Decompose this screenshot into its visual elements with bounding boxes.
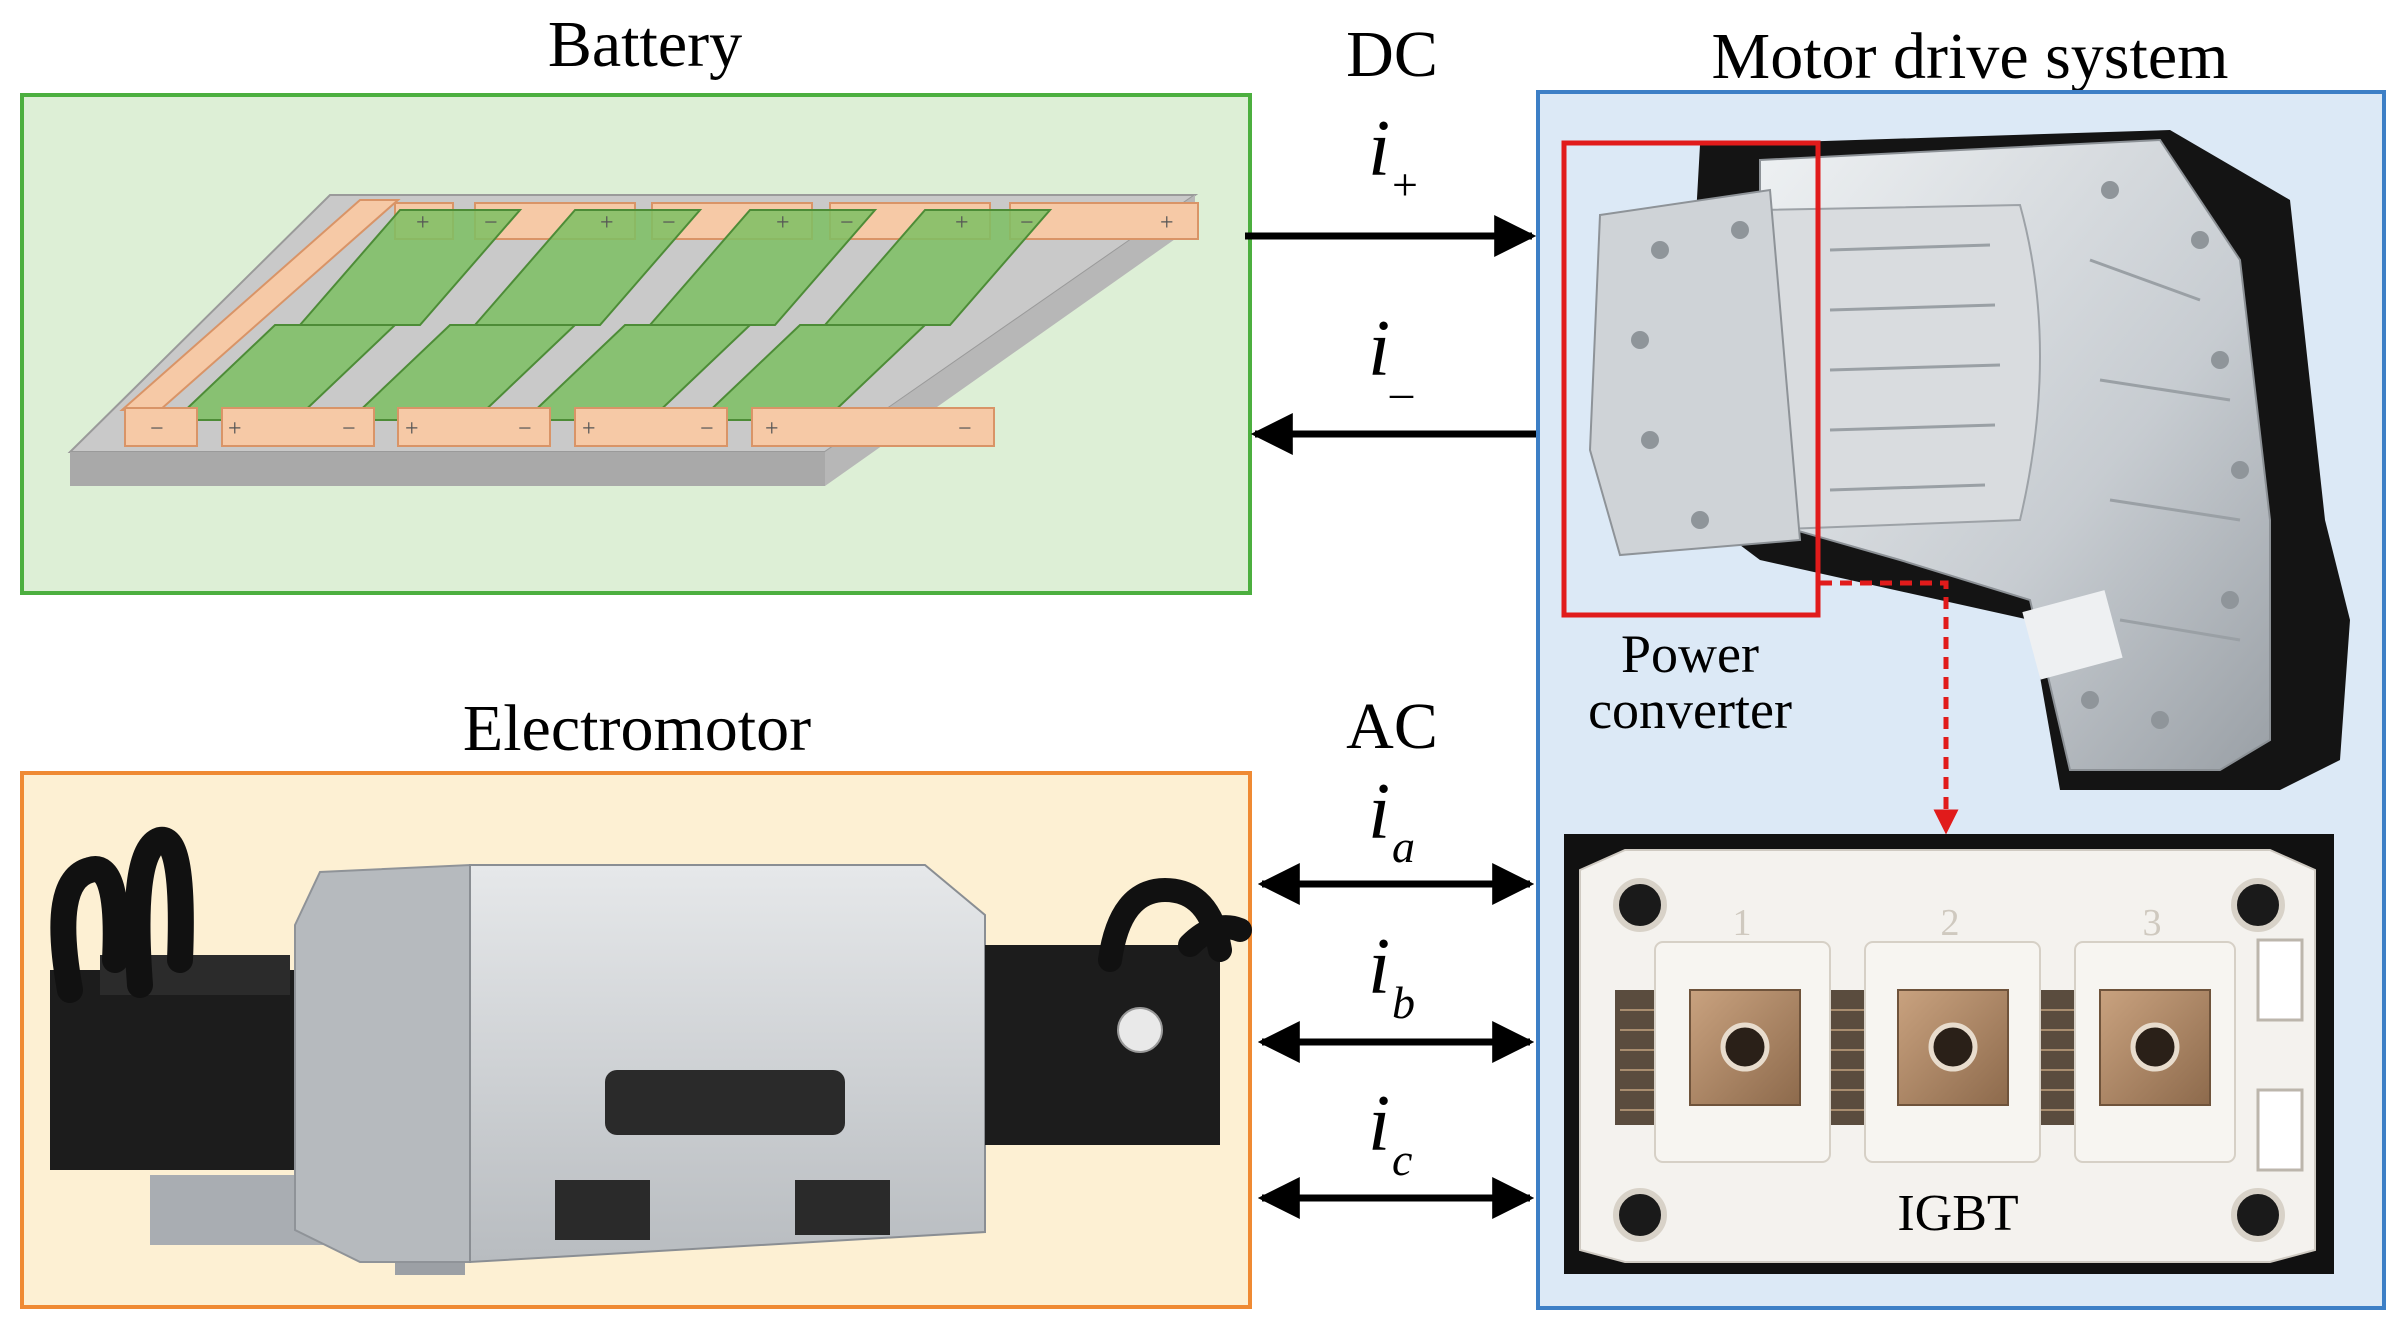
terminal-sign: + <box>765 416 779 442</box>
igbt-mount-hole <box>2231 1188 2285 1242</box>
right-motor-cables <box>1098 877 1252 972</box>
right-servo-motor <box>985 945 1220 1145</box>
battery-terminal-signs-back: + − + − + − + − + <box>416 210 1174 236</box>
i-c-label: i c <box>1368 1080 1412 1185</box>
igbt-mount-hole <box>1613 1188 1667 1242</box>
i-a-label: i a <box>1368 768 1415 872</box>
terminal-sign: + <box>1160 210 1174 236</box>
cell-back-4 <box>822 209 1053 326</box>
i-plus-subscript: + <box>1392 159 1418 210</box>
cell-back-3 <box>647 209 878 326</box>
terminal-sign: − <box>958 416 972 442</box>
igbt-label: IGBT <box>1897 1185 2018 1242</box>
terminal-sign: + <box>955 210 969 236</box>
terminal-sign: − <box>342 416 356 442</box>
drive-converter-housing <box>1588 188 1802 557</box>
terminal-sign: − <box>700 416 714 442</box>
igbt-module: 1 2 3 <box>1564 834 2334 1274</box>
i-minus-symbol: i <box>1368 305 1390 393</box>
i-plus-label: i + <box>1368 105 1418 210</box>
drive-label-sticker <box>2022 590 2123 680</box>
terminal-sign: + <box>228 416 242 442</box>
i-c-subscript: c <box>1392 1134 1412 1185</box>
i-minus-label: i _ <box>1368 305 1414 402</box>
i-a-symbol: i <box>1368 768 1390 856</box>
igbt-terminal-number: 2 <box>1941 902 1960 944</box>
terminal-sign: + <box>582 416 596 442</box>
battery-title: Battery <box>548 8 742 81</box>
i-a-subscript: a <box>1392 821 1415 872</box>
busbar-front-5 <box>751 407 995 447</box>
dc-label: DC <box>1346 18 1438 91</box>
busbar-front-1 <box>124 407 198 447</box>
igbt-gate-connector <box>2256 1088 2304 1172</box>
power-converter-label-line1: Power <box>1621 624 1759 684</box>
i-b-symbol: i <box>1368 923 1390 1011</box>
igbt-terminal-number: 1 <box>1733 902 1752 944</box>
electromotor-test-bench-illustration <box>50 826 1252 1275</box>
terminal-sign: + <box>776 210 790 236</box>
terminal-sign: − <box>518 416 532 442</box>
torque-box-opening <box>795 1180 890 1235</box>
torque-box-slot <box>605 1070 845 1135</box>
power-converter-highlight <box>1561 140 1821 618</box>
busbar-front-4 <box>574 407 728 447</box>
cell-back-1 <box>297 209 523 326</box>
terminal-sign: − <box>840 210 854 236</box>
drive-ribs <box>1829 243 2241 642</box>
igbt-terminal-hole <box>2130 1022 2180 1072</box>
terminal-sign: + <box>405 416 419 442</box>
i-plus-symbol: i <box>1368 105 1390 193</box>
left-servo-motor <box>50 970 300 1170</box>
terminal-sign: + <box>600 210 614 236</box>
battery-pack-illustration: + − + − + − + − + − + − + − + − + − <box>67 194 1199 486</box>
igbt-terminal-number: 3 <box>2143 902 2162 944</box>
converter-to-igbt-dashed-arrow <box>1820 580 1959 835</box>
i-c-symbol: i <box>1368 1080 1390 1168</box>
igbt-mount-hole <box>1613 878 1667 932</box>
i-minus-subscript: _ <box>1389 351 1414 402</box>
igbt-gate-connector <box>2256 938 2304 1022</box>
torque-box-opening <box>555 1180 650 1240</box>
battery-terminal-signs-front: − + − + − + − + − <box>150 416 972 442</box>
cell-back-2 <box>472 209 703 326</box>
igbt-terminal-hole <box>1928 1022 1978 1072</box>
power-converter-label-line2: converter <box>1588 680 1792 740</box>
terminal-sign: − <box>662 210 676 236</box>
drive-unit-illustration <box>1588 130 2350 790</box>
busbar-front-3 <box>397 407 551 447</box>
igbt-mount-hole <box>2231 878 2285 932</box>
drive-bolts <box>1631 181 2249 729</box>
right-motor-cap <box>1117 1007 1163 1053</box>
motor-drive-title: Motor drive system <box>1712 20 2229 93</box>
i-b-subscript: b <box>1392 977 1415 1028</box>
terminal-sign: + <box>416 210 430 236</box>
left-motor-cables <box>50 826 194 1003</box>
busbar-front-2 <box>221 407 375 447</box>
terminal-sign: − <box>150 416 164 442</box>
i-b-label: i b <box>1368 923 1415 1028</box>
igbt-terminal-hole <box>1720 1022 1770 1072</box>
central-torque-box <box>469 864 986 1264</box>
battery-base-front <box>70 452 825 486</box>
ac-label: AC <box>1346 690 1438 763</box>
terminal-sign: − <box>1020 210 1034 236</box>
terminal-sign: − <box>484 210 498 236</box>
electromotor-title: Electromotor <box>463 692 811 765</box>
left-coupling-housing <box>294 863 471 1263</box>
